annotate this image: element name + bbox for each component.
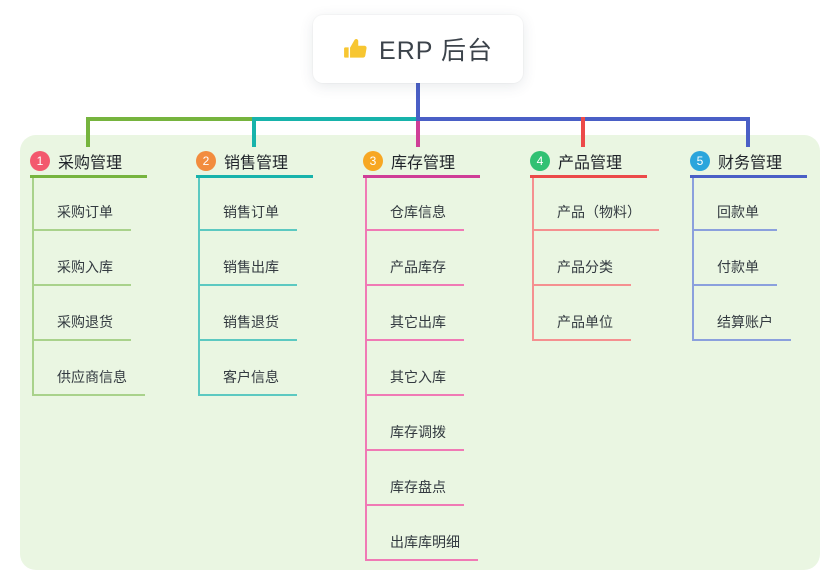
branch-title: 产品管理 [558,154,623,172]
root-node-label: ERP 后台 [379,37,493,65]
mindmap-node[interactable]: 采购退货 [32,312,131,341]
mindmap-node[interactable]: 销售退货 [198,312,297,341]
thumbs-up-icon [343,36,369,62]
mindmap-node[interactable]: 销售出库 [198,257,297,286]
mindmap-node[interactable]: 供应商信息 [32,367,145,396]
connector-drop-purchase [86,117,90,147]
branch-title: 采购管理 [58,154,123,172]
branch-column-inventory: 3 库存管理 仓库信息产品库存其它出库其它入库库存调拨库存盘点出库库明细 [363,146,493,561]
branch-column-sales: 2 销售管理 销售订单销售出库销售退货客户信息 [196,146,326,396]
branch-header-purchase[interactable]: 1 采购管理 [30,146,147,178]
mindmap-node[interactable]: 其它入库 [365,367,464,396]
mindmap-node[interactable]: 回款单 [692,202,777,231]
mindmap-node[interactable]: 采购入库 [32,257,131,286]
branch-vline [365,178,367,561]
branch-header-sales[interactable]: 2 销售管理 [196,146,313,178]
branch-title: 财务管理 [718,154,783,172]
connector-horizontal-purchase [86,117,256,121]
connector-drop-sales [252,117,256,147]
branch-column-product: 4 产品管理 产品（物料） 产品分类产品单位 [530,146,660,341]
mindmap-node[interactable]: 其它出库 [365,312,464,341]
connector-horizontal-sales [254,117,418,121]
branch-vline [692,178,694,341]
branch-title: 库存管理 [391,154,456,172]
mindmap-node[interactable]: 产品分类 [532,257,631,286]
mindmap-node[interactable]: 客户信息 [198,367,297,396]
branch-badge: 1 [30,150,50,171]
connector-trunk [416,83,420,119]
branch-header-inventory[interactable]: 3 库存管理 [363,146,480,178]
mindmap-node[interactable]: 产品（物料） [532,202,659,231]
branch-badge: 2 [196,150,216,171]
mindmap-node[interactable]: 仓库信息 [365,202,464,231]
branch-column-finance: 5 财务管理 回款单付款单结算账户 [690,146,820,341]
mindmap-node[interactable]: 产品单位 [532,312,631,341]
mindmap-node[interactable]: 库存盘点 [365,477,464,506]
connector-drop-inventory [416,121,420,147]
branch-header-product[interactable]: 4 产品管理 [530,146,647,178]
mindmap-node[interactable]: 销售订单 [198,202,297,231]
root-node[interactable]: ERP 后台 [313,15,523,83]
branch-badge: 5 [690,150,710,171]
connector-drop-finance [746,117,750,147]
mindmap-node[interactable]: 出库库明细 [365,532,478,561]
branch-column-purchase: 1 采购管理 采购订单采购入库采购退货供应商信息 [30,146,160,396]
connector-drop-product [581,117,585,147]
mindmap-node[interactable]: 产品库存 [365,257,464,286]
mindmap-node[interactable]: 库存调拨 [365,422,464,451]
branch-vline [198,178,200,396]
mindmap-node[interactable]: 付款单 [692,257,777,286]
branch-badge: 4 [530,150,550,171]
branch-badge: 3 [363,150,383,171]
mindmap-panel [20,135,820,570]
branch-title: 销售管理 [224,154,289,172]
branch-vline [532,178,534,341]
mindmap-node[interactable]: 采购订单 [32,202,131,231]
branch-header-finance[interactable]: 5 财务管理 [690,146,807,178]
mindmap-node[interactable]: 结算账户 [692,312,791,341]
branch-vline [32,178,34,396]
